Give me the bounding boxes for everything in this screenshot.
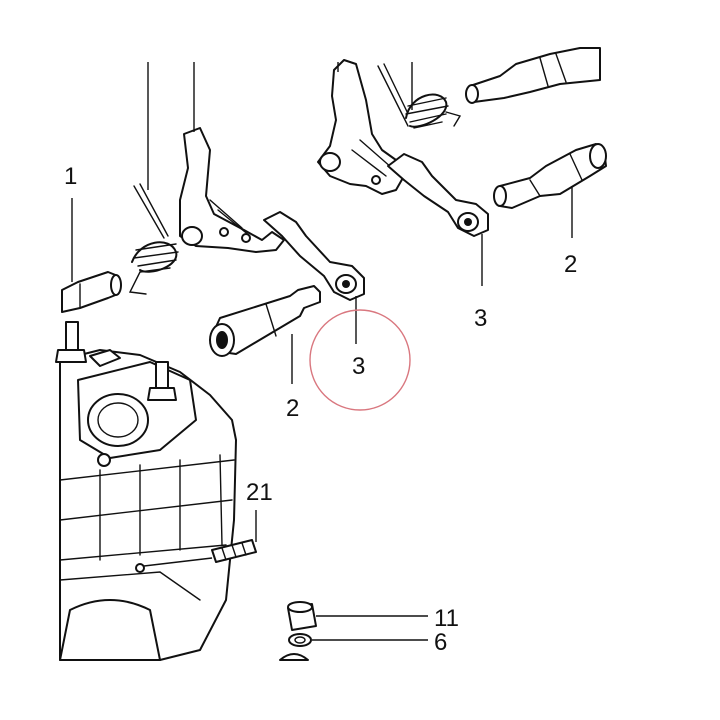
part-1-pin	[61, 271, 122, 313]
part-21-stud	[211, 539, 257, 563]
part-2-pin-right	[493, 143, 607, 209]
part-3-arm-right	[387, 153, 489, 237]
callout-21: 21	[246, 479, 273, 506]
callout-1: 1	[64, 163, 77, 190]
callout-2-middle: 2	[286, 395, 299, 422]
callout-2-right: 2	[564, 251, 577, 278]
part-2-pin-middle	[209, 285, 321, 357]
leader-lines	[71, 62, 573, 641]
part-11-cap	[287, 601, 317, 631]
part-6-washer	[288, 633, 312, 647]
callout-11: 11	[434, 605, 459, 632]
engine-block	[55, 321, 237, 661]
part-3-arm-left	[263, 211, 365, 301]
rocker-lever-left	[179, 127, 285, 253]
spring-right	[377, 63, 462, 129]
pin-top-right	[465, 47, 601, 104]
callout-3-right: 3	[474, 305, 487, 332]
spring-left	[128, 183, 179, 295]
rocker-lever-right	[317, 59, 405, 195]
part-bottom-cap	[279, 653, 309, 661]
callout-3-highlighted: 3	[352, 353, 365, 380]
callout-6: 6	[434, 629, 447, 656]
highlight-ring	[309, 309, 411, 411]
